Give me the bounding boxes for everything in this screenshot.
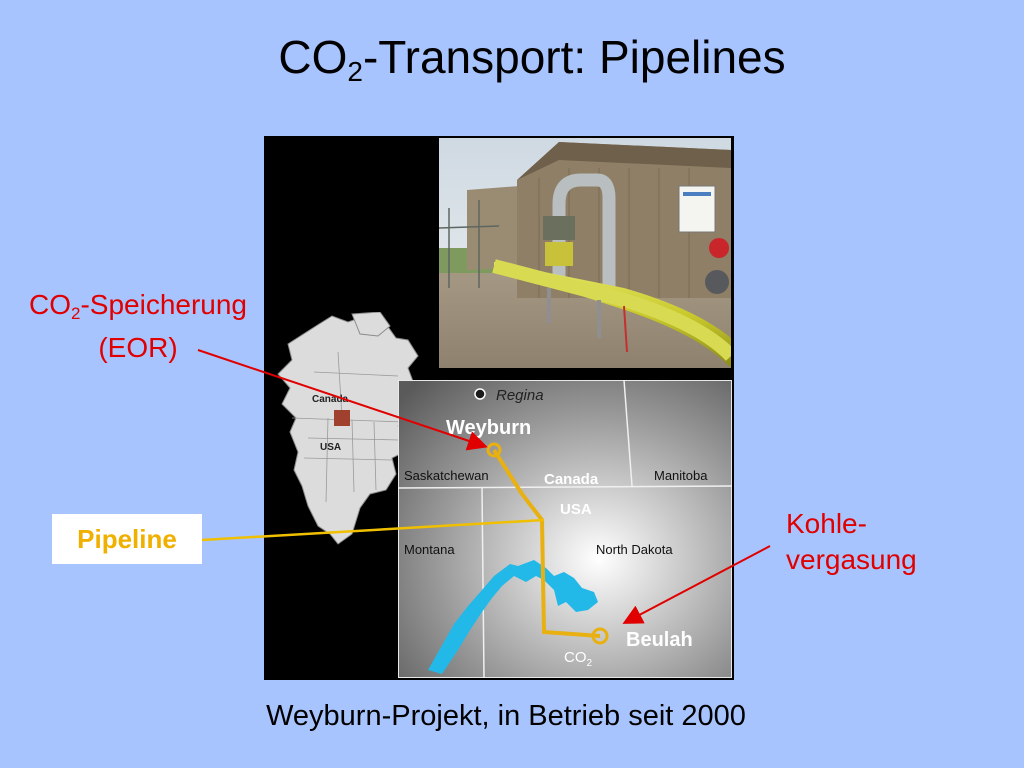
canada-label: Canada — [544, 471, 599, 488]
slide-caption: Weyburn-Projekt, in Betrieb seit 2000 — [266, 700, 746, 732]
circle-dot-icon — [474, 388, 486, 400]
beulah-marker — [591, 627, 609, 645]
beulah-label: Beulah — [626, 629, 693, 651]
weyburn-marker — [486, 442, 502, 458]
slide-title: CO2-Transport: Pipelines — [278, 31, 786, 87]
figure-panel: Canada USA — [264, 136, 734, 680]
gasification-callout: Kohle- vergasung — [786, 508, 917, 575]
co2-label: CO2 — [564, 649, 593, 669]
lake-shape — [428, 560, 598, 674]
weyburn-label: Weyburn — [446, 417, 531, 439]
saskatchewan-label: Saskatchewan — [404, 468, 489, 483]
pipeline-callout: Pipeline — [52, 514, 202, 564]
regina-label: Regina — [496, 387, 544, 404]
continent-usa-label: USA — [320, 442, 341, 453]
weyburn-region-map: Regina Weyburn Saskatchewan Canada Manit… — [397, 379, 733, 679]
pipeline-station-photo — [439, 138, 731, 368]
north-dakota-label: North Dakota — [596, 542, 673, 557]
usa-label: USA — [560, 501, 592, 518]
manitoba-label: Manitoba — [654, 468, 708, 483]
continent-canada-label: Canada — [312, 394, 349, 405]
montana-label: Montana — [404, 542, 455, 557]
storage-callout: CO2-Speicherung (EOR) — [28, 289, 248, 363]
